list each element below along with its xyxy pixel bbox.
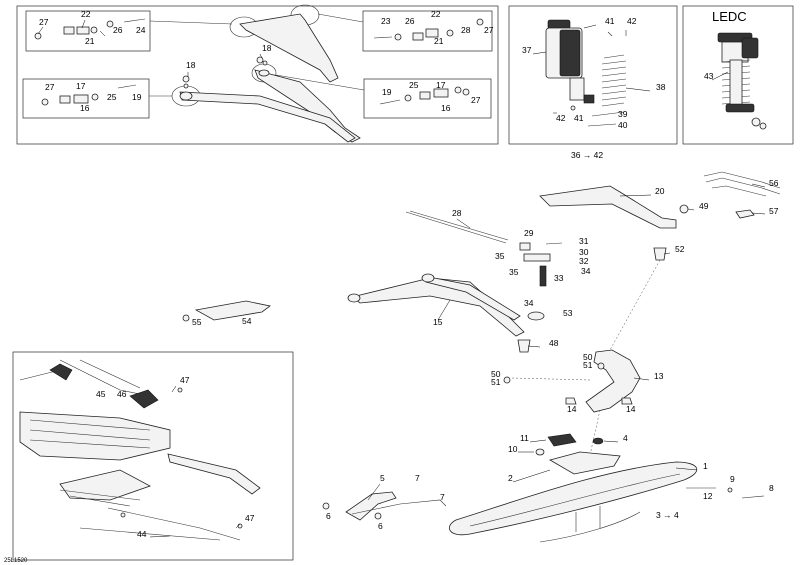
- callout-c7a: 7: [415, 473, 420, 483]
- callout-c2: 2: [508, 473, 513, 483]
- callout-c27a: 27: [39, 17, 49, 27]
- shock-absorber: [545, 19, 627, 127]
- callout-c27d: 27: [471, 95, 481, 105]
- inset-hardware: [34, 18, 484, 106]
- callout-c55: 55: [192, 317, 202, 327]
- callout-c44: 44: [137, 529, 147, 539]
- callout-c37: 37: [522, 45, 532, 55]
- callout-c9: 9: [730, 474, 735, 484]
- callout-c50b: 50: [491, 369, 501, 379]
- callout-c18b: 18: [186, 60, 196, 70]
- ledc-title: LEDC: [712, 9, 747, 24]
- callout-c13: 13: [654, 371, 664, 381]
- callout-c34a: 34: [581, 266, 591, 276]
- callout-c46: 46: [117, 389, 127, 399]
- callout-c26a: 26: [113, 25, 123, 35]
- chassis-overview-frame: [12, 351, 294, 561]
- callout-c51a: 51: [583, 360, 593, 370]
- upper-a-arm-illustration: [149, 4, 365, 143]
- ledc-shock-frame: [682, 5, 794, 145]
- callout-c24a: 24: [136, 25, 146, 35]
- callout-c12: 12: [703, 491, 713, 501]
- callout-c27b: 27: [484, 25, 494, 35]
- callout-c57: 57: [769, 206, 779, 216]
- callout-c41a: 41: [605, 16, 615, 26]
- inset-box-lower-left: [22, 78, 150, 119]
- callout-c14a: 14: [567, 404, 577, 414]
- callout-c39: 39: [618, 109, 628, 119]
- callout-c5: 5: [380, 473, 385, 483]
- callout-c40: 40: [618, 120, 628, 130]
- assembly-reference: 36 → 42: [571, 150, 603, 160]
- callout-c6a: 6: [326, 511, 331, 521]
- callout-c47a: 47: [180, 375, 190, 385]
- ski-assembly: [322, 433, 765, 543]
- callout-c23b: 23: [381, 16, 391, 26]
- callout-c53: 53: [563, 308, 573, 318]
- callout-c26b: 26: [405, 16, 415, 26]
- leader-lines: [37, 19, 766, 538]
- callout-c4a: 4: [623, 433, 628, 443]
- callout-c25b: 25: [409, 80, 419, 90]
- callout-c19b: 19: [382, 87, 392, 97]
- callout-c52: 52: [675, 244, 685, 254]
- shock-frame: [508, 5, 678, 145]
- upper-a-arm-frame: [16, 5, 499, 145]
- callout-c1: 1: [703, 461, 708, 471]
- callout-c43: 43: [704, 71, 714, 81]
- callout-c25a: 25: [107, 92, 117, 102]
- callout-c27c: 27: [45, 82, 55, 92]
- callout-c47b: 47: [245, 513, 255, 523]
- callout-c50a: 50: [583, 352, 593, 362]
- callout-c56: 56: [769, 178, 779, 188]
- callout-c29: 29: [524, 228, 534, 238]
- callout-c45: 45: [96, 389, 106, 399]
- callout-c19a: 19: [132, 92, 142, 102]
- callout-c51b: 51: [491, 377, 501, 387]
- ledc-shock-absorber: [717, 32, 767, 130]
- callout-c16b: 16: [441, 103, 451, 113]
- callout-c22b: 22: [431, 9, 441, 19]
- inset-box-upper-right: [362, 10, 493, 52]
- inset-box-lower-right: [363, 78, 492, 119]
- diagram-code: 25L1520: [4, 558, 28, 564]
- callout-c28b: 28: [461, 25, 471, 35]
- callout-c32: 32: [579, 256, 589, 266]
- callout-c8: 8: [769, 483, 774, 493]
- callout-c34b: 34: [524, 298, 534, 308]
- callout-c35a: 35: [495, 251, 505, 261]
- callout-c16a: 16: [80, 103, 90, 113]
- callout-c17a: 17: [76, 81, 86, 91]
- callout-c21b: 21: [434, 36, 444, 46]
- callout-c20: 20: [655, 186, 665, 196]
- callout-c21a: 21: [85, 36, 95, 46]
- callout-c7b: 7: [440, 492, 445, 502]
- callout-c14b: 14: [626, 404, 636, 414]
- inset-box-upper-left: [25, 10, 151, 52]
- callout-c17b: 17: [436, 80, 446, 90]
- callout-c38: 38: [656, 82, 666, 92]
- ski-reference: 3 → 4: [656, 510, 679, 520]
- callout-c30: 30: [579, 247, 589, 257]
- callout-c10: 10: [508, 444, 518, 454]
- callout-c28: 28: [452, 208, 462, 218]
- callout-c11: 11: [520, 433, 529, 443]
- chassis-overview-illustration: [19, 359, 261, 541]
- callout-c18a: 18: [262, 43, 272, 53]
- callout-c22a: 22: [81, 9, 91, 19]
- callout-c31: 31: [579, 236, 589, 246]
- callout-c54: 54: [242, 316, 252, 326]
- callout-c42a: 42: [627, 16, 637, 26]
- front-suspension-assembly: [182, 171, 781, 456]
- callout-c6b: 6: [378, 521, 383, 531]
- callout-c35b: 35: [509, 267, 519, 277]
- callout-c41b: 41: [574, 113, 584, 123]
- callout-c48: 48: [549, 338, 559, 348]
- callout-c33: 33: [554, 273, 564, 283]
- callout-c42b: 42: [556, 113, 566, 123]
- callout-c15: 15: [433, 317, 443, 327]
- callout-c49: 49: [699, 201, 709, 211]
